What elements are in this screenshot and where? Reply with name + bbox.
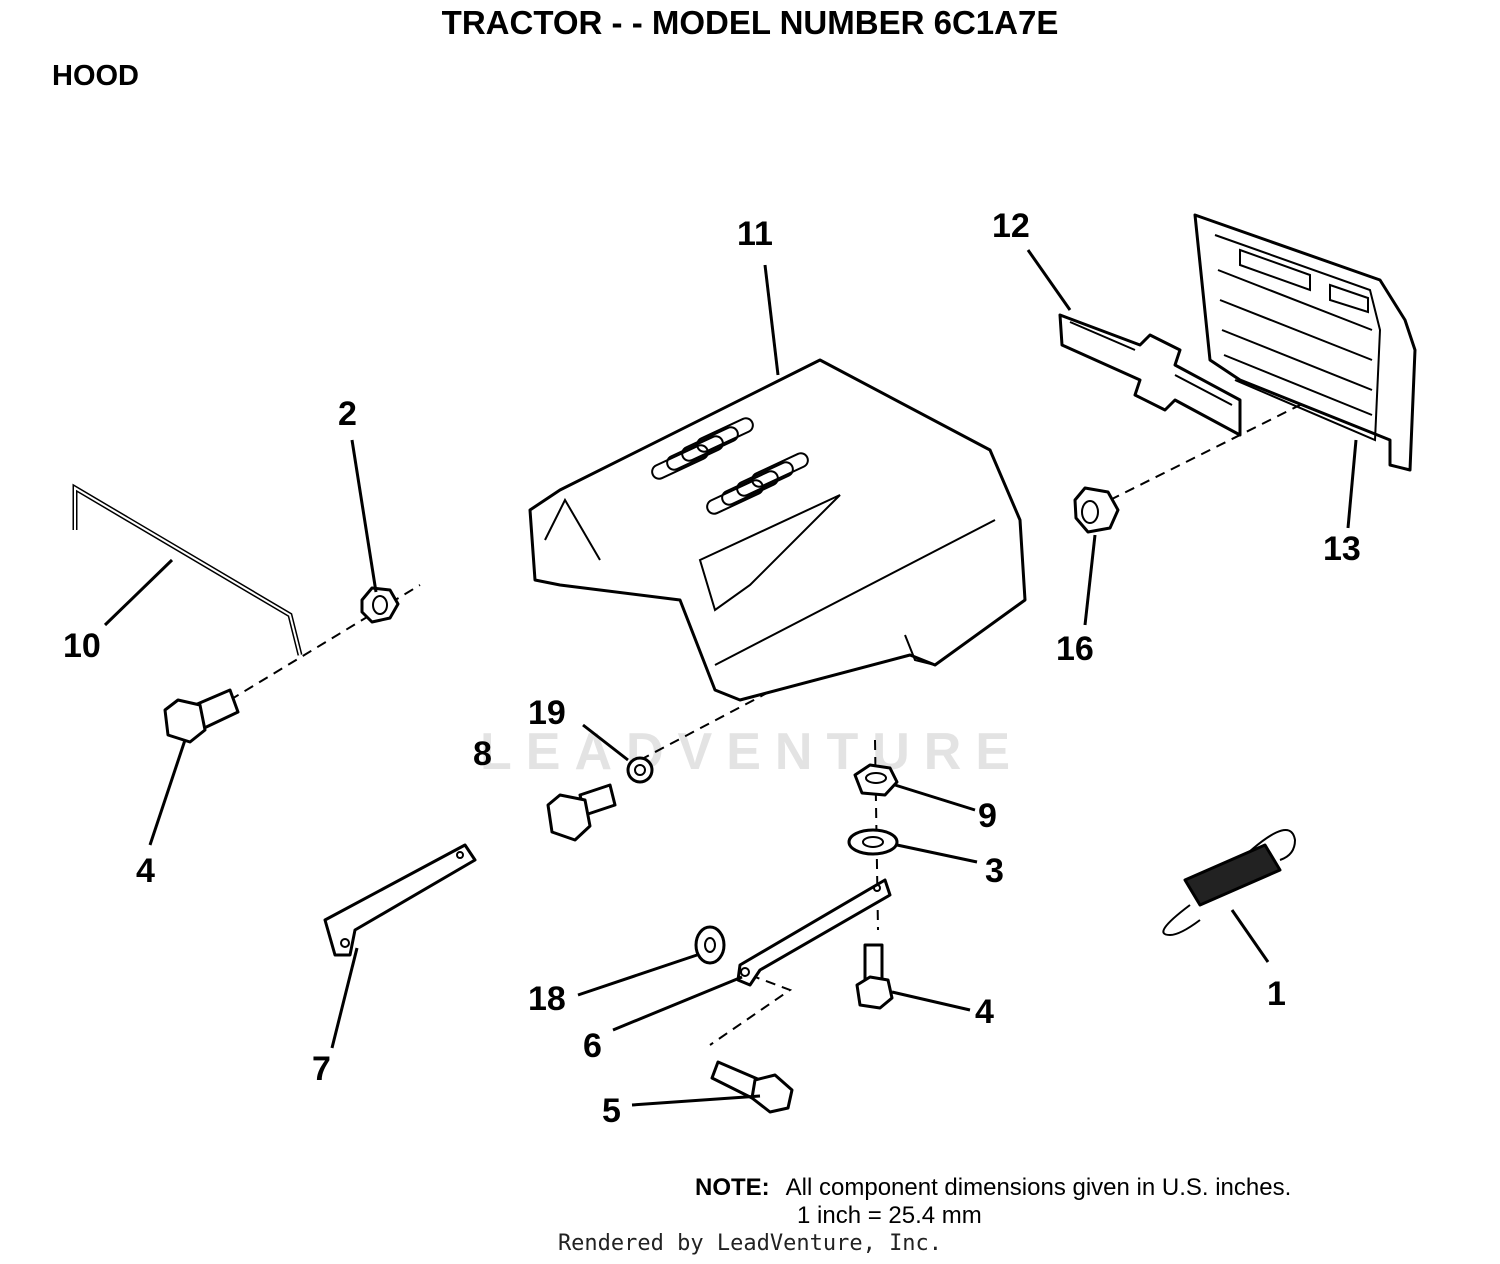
callout-5: 5 [602, 1092, 621, 1130]
callout-16: 16 [1056, 630, 1094, 668]
center-nut-part [853, 763, 899, 797]
dimension-note: NOTE: All component dimensions given in U… [695, 1174, 1291, 1202]
callout-2: 2 [338, 395, 357, 433]
leader-lines [103, 249, 1358, 1107]
callout-10: 10 [63, 627, 101, 665]
left-bracket-part [323, 843, 477, 957]
callout-8: 8 [473, 735, 492, 773]
flat-washer-part [847, 828, 899, 856]
hex-bolt-part [163, 688, 240, 744]
note-line-2: 1 inch = 25.4 mm [797, 1202, 982, 1229]
grille-bracket-part [1058, 313, 1242, 437]
note-line-1: All component dimensions given in U.S. i… [785, 1174, 1292, 1201]
hood-part [528, 358, 1027, 702]
grille-part [1193, 213, 1417, 472]
callout-7: 7 [312, 1050, 331, 1088]
hood-vents [651, 417, 809, 515]
callout-13: 13 [1323, 530, 1361, 568]
shoulder-bolt-part [710, 1060, 794, 1114]
spring-part [1162, 829, 1297, 937]
diagram-title: TRACTOR - - MODEL NUMBER 6C1A7E [441, 4, 1059, 41]
small-washer-part [694, 925, 726, 965]
callout-9: 9 [978, 797, 997, 835]
star-washer-part [626, 756, 654, 784]
callout-11: 11 [737, 215, 773, 253]
callouts: 1 2 3 4 4 5 6 7 8 9 10 11 12 13 16 18 19 [63, 207, 1361, 1130]
watermark: LEADVENTURE [480, 723, 1025, 781]
callout-18: 18 [528, 980, 566, 1018]
callout-3: 3 [985, 852, 1004, 890]
footer-credit: Rendered by LeadVenture, Inc. [557, 1231, 943, 1256]
callout-19: 19 [528, 694, 566, 732]
callout-4-left: 4 [136, 852, 155, 890]
flange-nut-part [1073, 486, 1120, 534]
callout-1: 1 [1267, 975, 1286, 1013]
hex-nut-part [360, 586, 400, 624]
hood-rod-part [72, 483, 303, 656]
callout-6: 6 [583, 1027, 602, 1065]
flange-bolt-part [546, 783, 617, 842]
callout-12: 12 [992, 207, 1030, 245]
callout-4-center: 4 [975, 993, 994, 1031]
note-label: NOTE: [695, 1174, 770, 1201]
section-title: HOOD [52, 60, 139, 92]
vertical-bolt-part [855, 943, 894, 1010]
